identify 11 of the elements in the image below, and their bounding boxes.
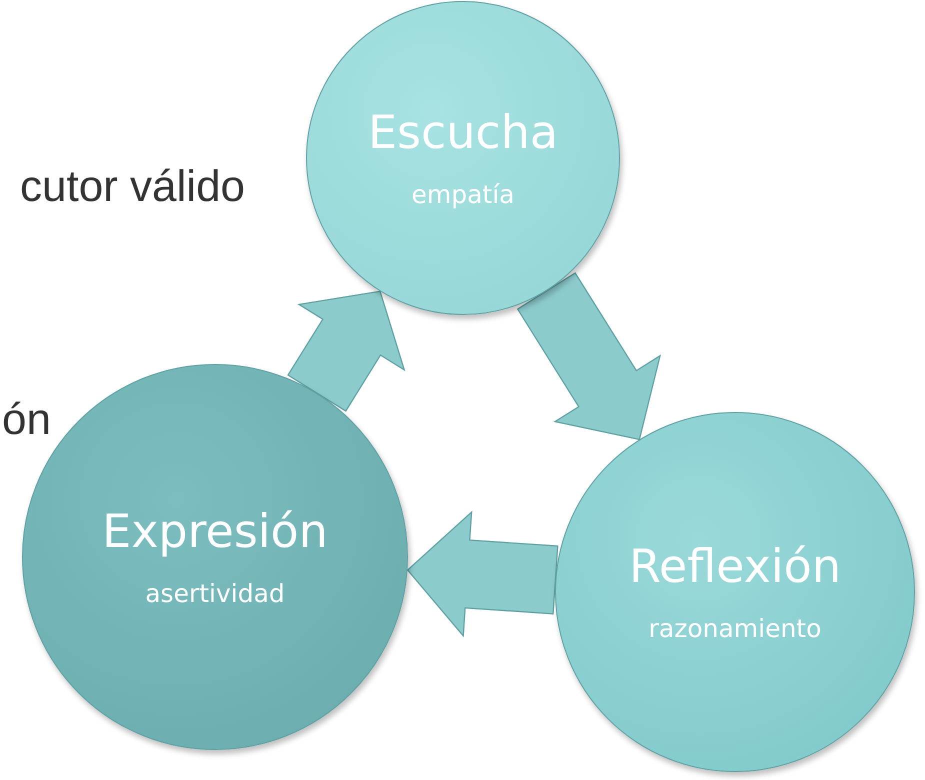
block-arrow bbox=[287, 290, 406, 412]
background-text: ón bbox=[2, 398, 51, 442]
circle-title: Reflexión bbox=[629, 541, 841, 592]
background-text: cutor válido bbox=[20, 165, 246, 209]
block-arrow bbox=[406, 510, 558, 638]
circle-title: Expresión bbox=[102, 506, 328, 557]
circle-subtitle: razonamiento bbox=[648, 614, 822, 643]
circle-title: Escucha bbox=[368, 107, 558, 158]
block-arrow bbox=[516, 272, 662, 440]
circle-subtitle: empatía bbox=[412, 180, 514, 209]
circle-subtitle: asertividad bbox=[145, 578, 285, 608]
